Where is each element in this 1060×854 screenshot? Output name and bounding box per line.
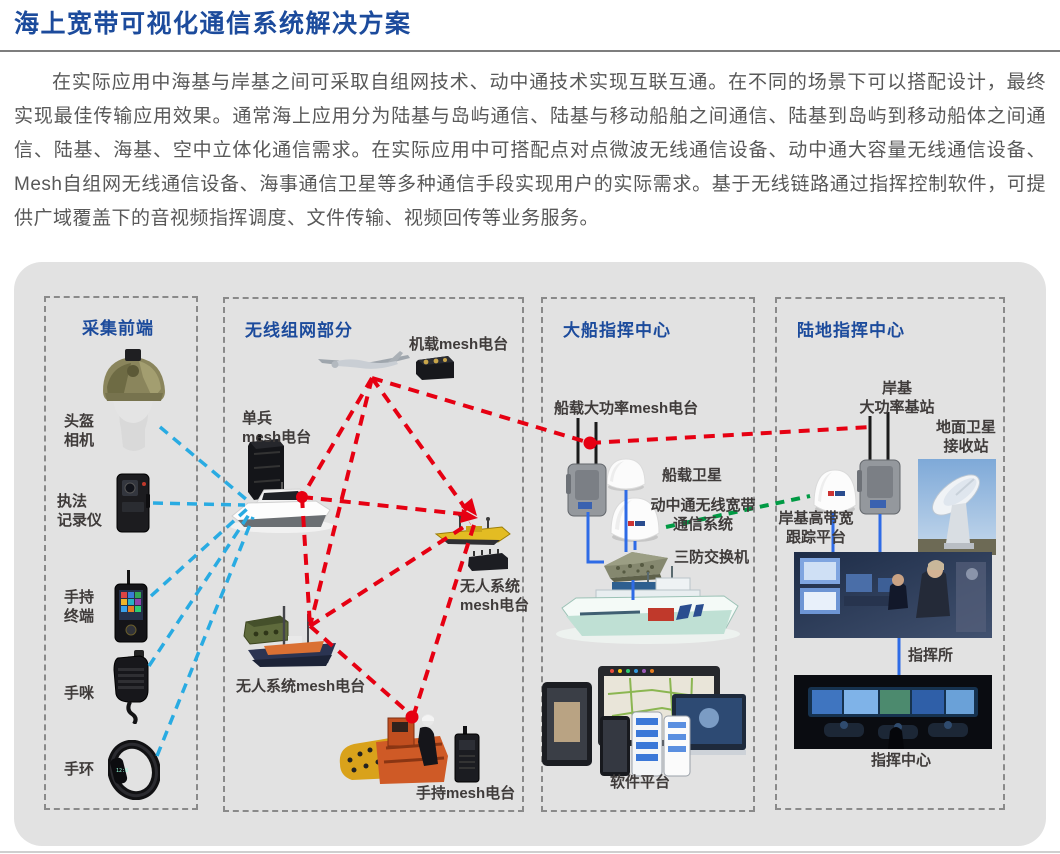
- label-ground-satellite-station: 地面卫星接收站: [935, 419, 996, 455]
- label-software-platform: 软件平台: [610, 774, 671, 791]
- ship-satellite-dome-illustration: [602, 454, 650, 492]
- sailboat-illustration: [244, 604, 342, 672]
- label-handheld-terminal: 手持终端: [64, 589, 95, 625]
- svg-text:12:8: 12:8: [116, 768, 128, 774]
- handheld-terminal-illustration: [112, 570, 150, 644]
- label-command-post: 指挥所: [908, 647, 954, 664]
- rescue-boat-illustration: [336, 708, 456, 786]
- speaker-mic-illustration: [110, 650, 152, 724]
- airborne-mesh-radio-illustration: [414, 354, 456, 382]
- helmet-camera-illustration: [93, 347, 175, 459]
- drone-illustration: [316, 348, 412, 382]
- label-sotm-system: 动中通无线宽带通信系统: [650, 497, 756, 533]
- command-center-photo: [794, 675, 992, 749]
- page-bottom-edge: [0, 851, 1060, 853]
- software-platform-collage-illustration: [542, 664, 746, 778]
- usv-mesh-radio-illustration: [466, 549, 510, 573]
- section-title-ship-command-center: 大船指挥中心: [563, 321, 671, 340]
- command-post-photo: [794, 552, 992, 638]
- label-handheld-mesh-radio: 手持mesh电台: [416, 785, 516, 802]
- section-title-land-command-center: 陆地指挥中心: [797, 321, 905, 340]
- title-divider: [0, 50, 1060, 52]
- command-ship-illustration: [552, 554, 746, 650]
- label-ship-satellite: 船载卫星: [662, 467, 723, 484]
- section-box-ship-command-center: [541, 297, 755, 812]
- section-title-collection: 采集前端: [82, 319, 154, 338]
- label-airborne-mesh-radio: 机载mesh电台: [409, 336, 509, 353]
- label-helmet-camera: 头盔相机: [64, 413, 95, 449]
- shore-tracking-dome-illustration: [810, 463, 860, 515]
- field-mesh-radio-illustration: [242, 612, 290, 646]
- label-rugged-switch: 三防交换机: [674, 549, 750, 566]
- intro-paragraph: 在实际应用中海基与岸基之间可采取自组网技术、动中通技术实现互联互通。在不同的场景…: [14, 72, 1046, 229]
- body-camera-illustration: [113, 472, 153, 534]
- label-command-center: 指挥中心: [871, 752, 932, 769]
- label-unmanned-system-mesh-radio: 无人系统mesh电台: [236, 678, 366, 695]
- label-wristband: 手环: [64, 761, 95, 778]
- sotm-antenna-dome-illustration: [606, 491, 664, 543]
- label-speaker-mic: 手咪: [64, 685, 95, 702]
- patrol-boat-illustration: [226, 480, 336, 534]
- ground-satellite-station-photo: [918, 459, 996, 555]
- page-title: 海上宽带可视化通信系统解决方案: [14, 10, 412, 38]
- section-title-mesh-network: 无线组网部分: [245, 321, 353, 340]
- wristband-illustration: 12:8: [108, 740, 160, 800]
- label-shore-base-station: 岸基大功率基站: [859, 380, 935, 416]
- section-box-land-command-center: [775, 297, 1005, 810]
- label-body-camera: 执法记录仪: [57, 493, 103, 529]
- unmanned-surface-vehicle-illustration: [432, 512, 514, 550]
- label-ship-high-power-mesh-radio: 船载大功率mesh电台: [554, 400, 699, 417]
- soldier-mesh-radio-illustration: [244, 434, 288, 502]
- handheld-mesh-radio-illustration: [453, 726, 481, 784]
- shore-base-station-illustration: [856, 412, 904, 516]
- label-shore-tracking-platform: 岸基高带宽跟踪平台: [778, 510, 854, 546]
